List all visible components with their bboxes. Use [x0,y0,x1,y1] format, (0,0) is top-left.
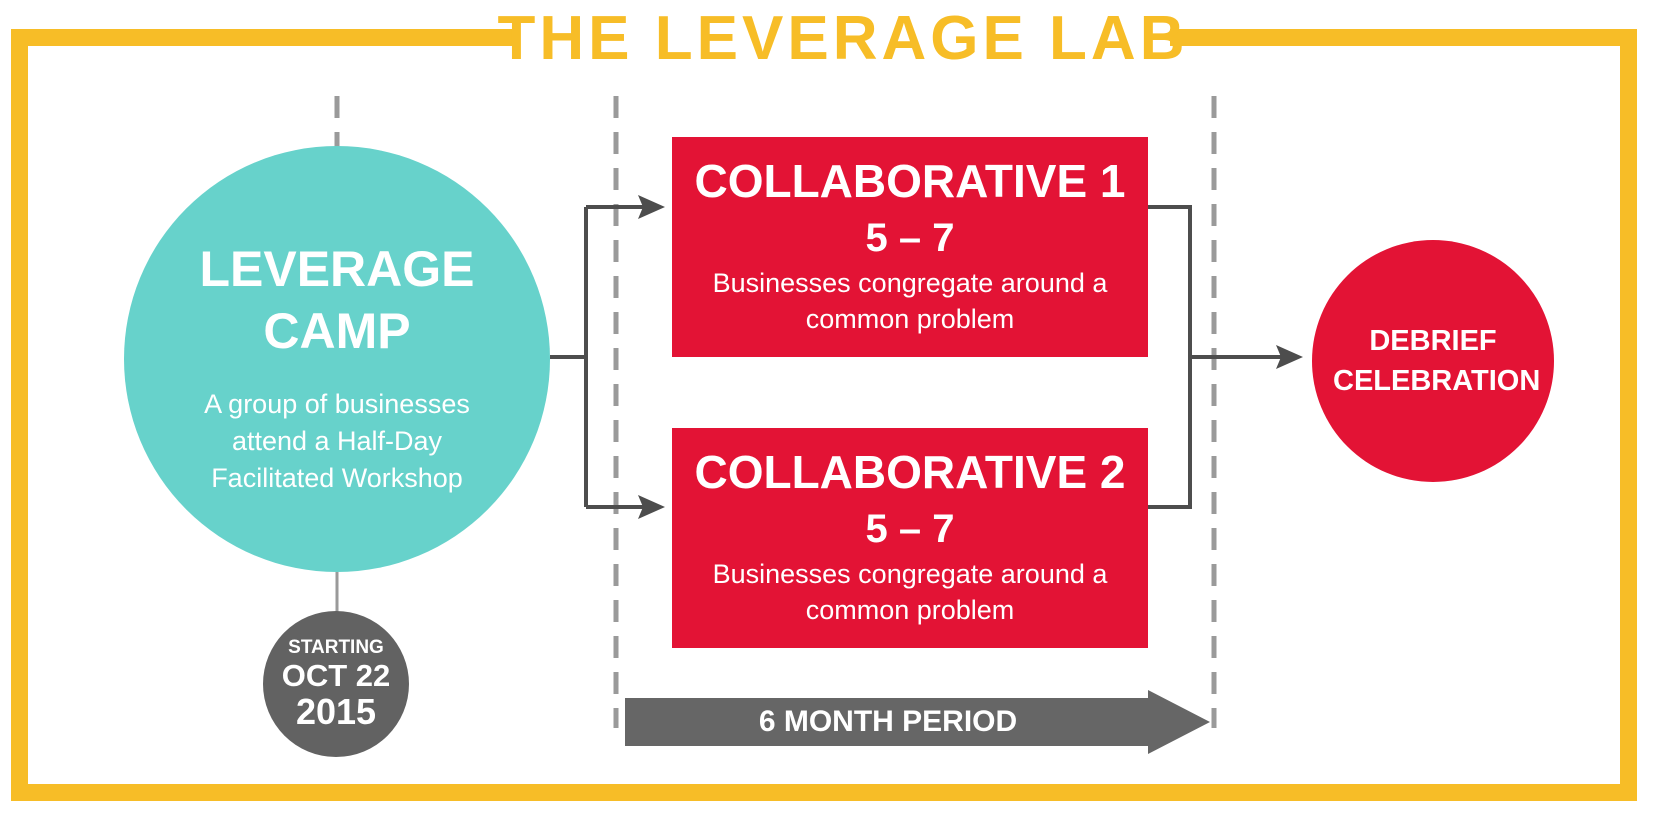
period-arrow [625,690,1210,754]
collaborative-description: Businesses congregate around a common pr… [712,559,1108,625]
collaborative-title: COLLABORATIVE 1 [694,155,1126,207]
collaborative-2-box: COLLABORATIVE 2 5 – 7 Businesses congreg… [672,428,1148,648]
leverage-camp-circle: LEVERAGE CAMP A group of businesses atte… [124,146,550,572]
arrow-head-collab2 [638,495,665,519]
collaborative-range: 5 – 7 [865,507,955,551]
collaborative-range: 5 – 7 [865,216,955,260]
camp-title: LEVERAGE CAMP [199,241,475,359]
frame-border [11,29,1637,801]
page-title: THE LEVERAGE LAB [497,2,1189,74]
debrief-circle: DEBRIEF CELEBRATION [1312,240,1554,482]
collaborative-description: Businesses congregate around a common pr… [712,268,1108,334]
merge-connector [1148,205,1288,509]
split-connector [550,205,650,509]
start-year: 2015 [295,691,377,732]
start-label: STARTING [288,637,384,658]
arrow-head-collab1 [638,195,665,219]
start-date: OCT 22 [281,658,391,693]
collaborative-1-box: COLLABORATIVE 1 5 – 7 Businesses congreg… [672,137,1148,357]
period-label: 6 MONTH PERIOD [758,705,1018,738]
arrow-head-debrief [1276,345,1303,369]
collaborative-title: COLLABORATIVE 2 [694,446,1126,498]
camp-description: A group of businesses attend a Half-Day … [204,389,470,493]
debrief-label: DEBRIEF CELEBRATION [1333,325,1541,397]
start-badge: STARTING OCT 22 2015 [263,611,409,757]
